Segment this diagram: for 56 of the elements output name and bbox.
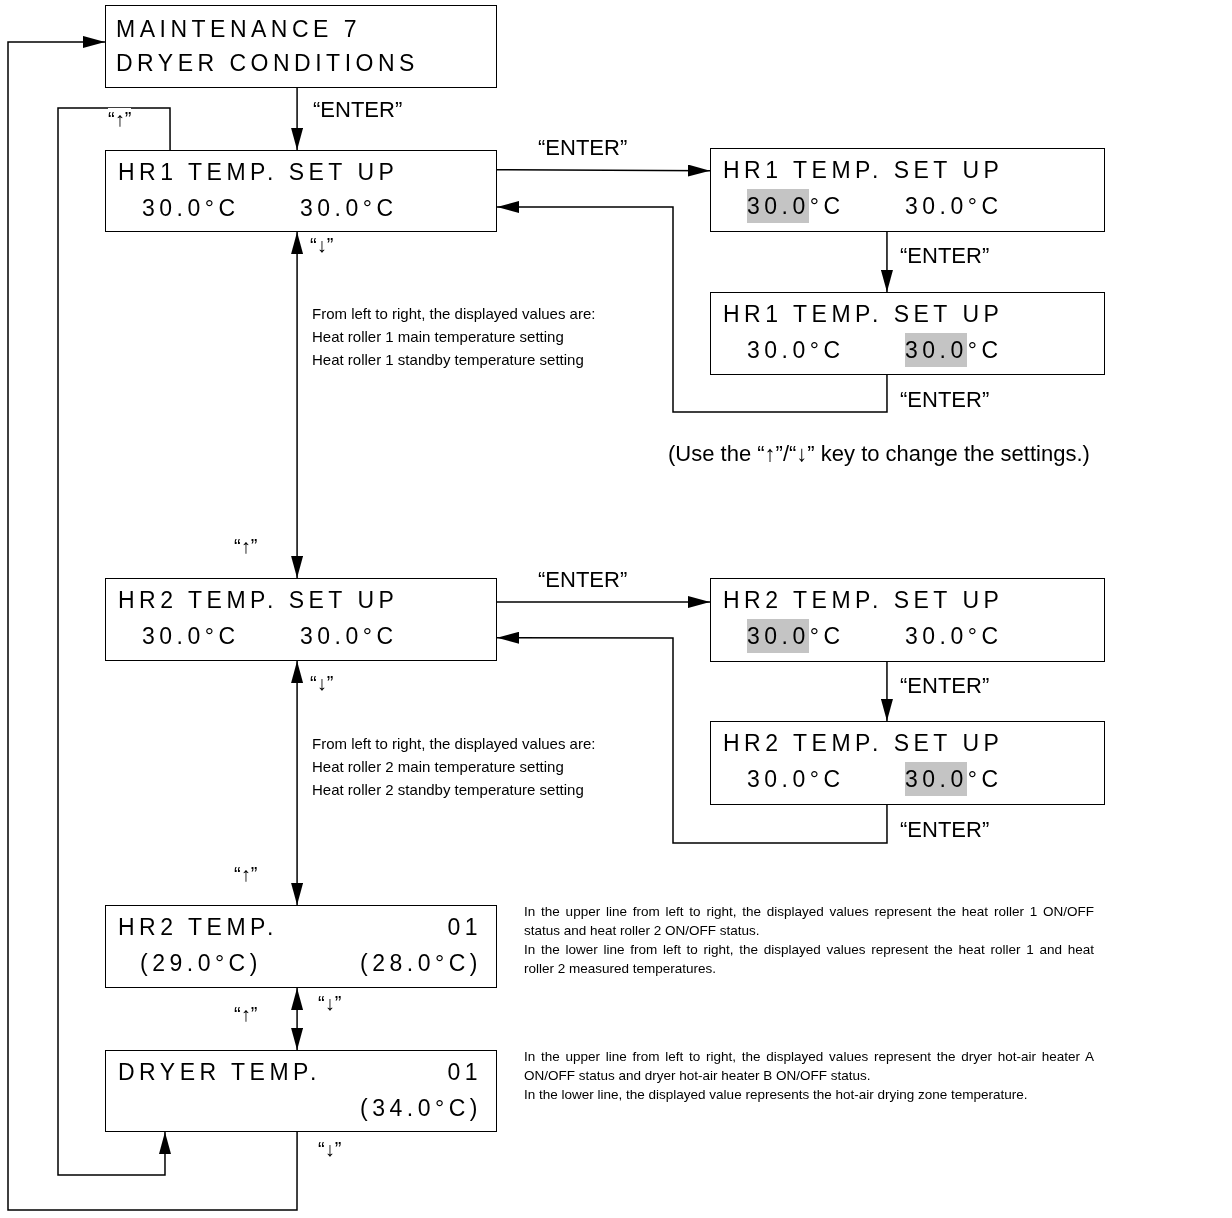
note-text: (Use the “↑”/“↓” key to change the settings.) [668,441,1090,468]
display-text: 30.0°C [300,194,398,223]
arrow [880,661,893,722]
note-text: From left to right, the displayed values are: [312,735,596,753]
note-text: From left to right, the displayed values are: [312,305,596,323]
display-text: (34.0°C) [360,1094,482,1123]
arrow [57,107,171,1176]
arrow [291,987,304,1051]
display-text: HR2 TEMP. [118,913,278,942]
arrow [496,596,711,609]
note-text: “↑” [234,534,258,558]
display-box [710,292,1105,375]
display-box [105,150,497,232]
display-text: DRYER TEMP. [118,1058,321,1087]
display-text: HR1 TEMP. SET UP [118,158,399,187]
display-box [710,578,1105,662]
note-text: “↑” [234,1002,258,1026]
note-text: In the lower line, the displayed value represents the hot-air drying zone temperature. [524,1086,1029,1104]
display-text: 30.0°C [905,622,1003,651]
display-text: 30.0°C [142,194,240,223]
arrow [291,87,304,151]
display-box [105,578,497,661]
note-text: “↑” [234,862,258,886]
arrow [880,231,893,293]
note-text: Heat roller 1 standby temperature setting [312,351,584,369]
arrow [7,35,298,1211]
display-text: HR1 TEMP. SET UP [723,300,1004,329]
display-text: 01 [447,1058,482,1087]
note-text: Heat roller 2 main temperature setting [312,758,564,776]
display-box [105,5,497,88]
note-text: Heat roller 2 standby temperature setting [312,781,584,799]
display-text: HR2 TEMP. SET UP [723,586,1004,615]
display-box [710,721,1105,805]
arrow [291,231,304,579]
note-text: In the lower line from left to right, the displayed values represent the heat roller 1 and heat roller 2 measured temperatures. [524,941,1094,978]
display-text: (28.0°C) [360,949,482,978]
note-text: Heat roller 1 main temperature setting [312,328,564,346]
display-text: 30.0°C [300,622,398,651]
display-text: 30.0°C [747,336,845,365]
note-text: In the upper line from left to right, the displayed values represent the heat roller 1 ON/OFF status and heat roller 2 ON/OFF status. [524,903,1094,940]
edge-label: “↑” [108,108,132,130]
display-text: 30.0°C [905,192,1003,221]
arrow [496,631,888,844]
display-text: HR2 TEMP. SET UP [723,729,1004,758]
arrow [496,201,888,413]
display-text: 30.0°C [142,622,240,651]
display-text: HR1 TEMP. SET UP [723,156,1004,185]
display-text: 01 [447,913,482,942]
display-box [710,148,1105,232]
display-text: HR2 TEMP. SET UP [118,586,399,615]
display-text: MAINTENANCE 7 DRYER CONDITIONS [116,15,420,78]
display-text: (29.0°C) [140,949,262,978]
arrow [291,660,304,906]
arrow [496,164,711,177]
note-text: In the upper line from left to right, the displayed values represent the dryer hot-air heater A ON/OFF status and dryer hot-air heater B ON/OFF status. [524,1048,1094,1085]
display-text: 30.0°C [747,765,845,794]
